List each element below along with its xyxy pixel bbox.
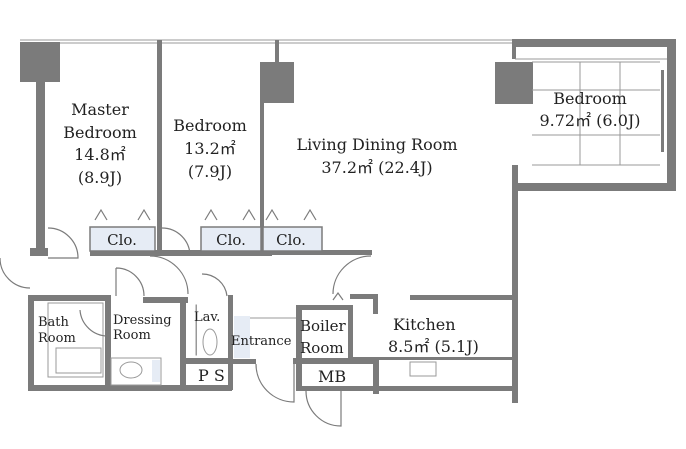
room-area: 9.72㎡ (6.0J) [539, 111, 640, 130]
room-area: 37.2㎡ (22.4J) [321, 158, 432, 177]
column [20, 42, 60, 82]
room-name: Bedroom [173, 116, 247, 135]
room-master-bedroom: Master Bedroom 14.8㎡ (8.9J) [63, 100, 137, 187]
room-jo: (7.9J) [188, 162, 232, 181]
kitchen-sink [409, 361, 437, 377]
room-area: 8.5㎡ (5.1J) [388, 337, 479, 356]
walls [28, 60, 518, 403]
room-boiler: Boiler Room [300, 317, 347, 357]
washbasin [119, 361, 143, 379]
lav-line [195, 304, 197, 356]
room-bath: Bath Room [38, 315, 76, 346]
room-bedroom-3: Bedroom 9.72㎡ (6.0J) [539, 89, 640, 130]
closet-living[interactable]: Clo. [262, 208, 323, 252]
room-lavatory: Lav. [194, 310, 220, 325]
column [495, 62, 533, 104]
pipe-space-label: P S [198, 366, 225, 385]
window-line [20, 39, 512, 62]
room-jo: (8.9J) [78, 168, 122, 187]
closet-label: Clo. [276, 231, 306, 249]
room-name: Bedroom [63, 123, 137, 142]
vanity [110, 357, 162, 386]
room-bedroom-2: Bedroom 13.2㎡ (7.9J) [173, 116, 247, 181]
closet-master[interactable]: Clo. [89, 208, 156, 252]
entrance-step [234, 316, 250, 358]
room-dressing: Dressing Room [113, 313, 172, 343]
bathtub [47, 302, 104, 378]
room-name: Master [71, 100, 129, 119]
bedroom-3-walls [512, 39, 676, 191]
column [260, 62, 294, 103]
room-name: Dressing [113, 313, 172, 328]
toilet [202, 328, 218, 356]
vanity-panel [152, 360, 160, 382]
doors[interactable] [0, 227, 372, 427]
meter-box-label: MB [318, 367, 346, 386]
room-name: Room [38, 331, 76, 346]
room-name: Room [300, 339, 344, 357]
room-area: 14.8㎡ [74, 145, 126, 164]
room-name: Bath [38, 315, 70, 330]
room-entrance: Entrance [231, 334, 292, 349]
room-name: Living Dining Room [296, 135, 457, 154]
room-living-dining: Living Dining Room 37.2㎡ (22.4J) [296, 135, 457, 177]
room-name: Boiler [300, 317, 347, 335]
closet-label: Clo. [107, 231, 137, 249]
room-area: 13.2㎡ [184, 139, 236, 158]
room-name: Room [113, 328, 151, 343]
room-kitchen: Kitchen 8.5㎡ (5.1J) [388, 315, 479, 356]
room-name: Kitchen [393, 315, 456, 334]
room-name: Bedroom [553, 89, 627, 108]
closet-label: Clo. [216, 231, 246, 249]
closet-bedroom-2[interactable]: Clo. [200, 208, 262, 252]
